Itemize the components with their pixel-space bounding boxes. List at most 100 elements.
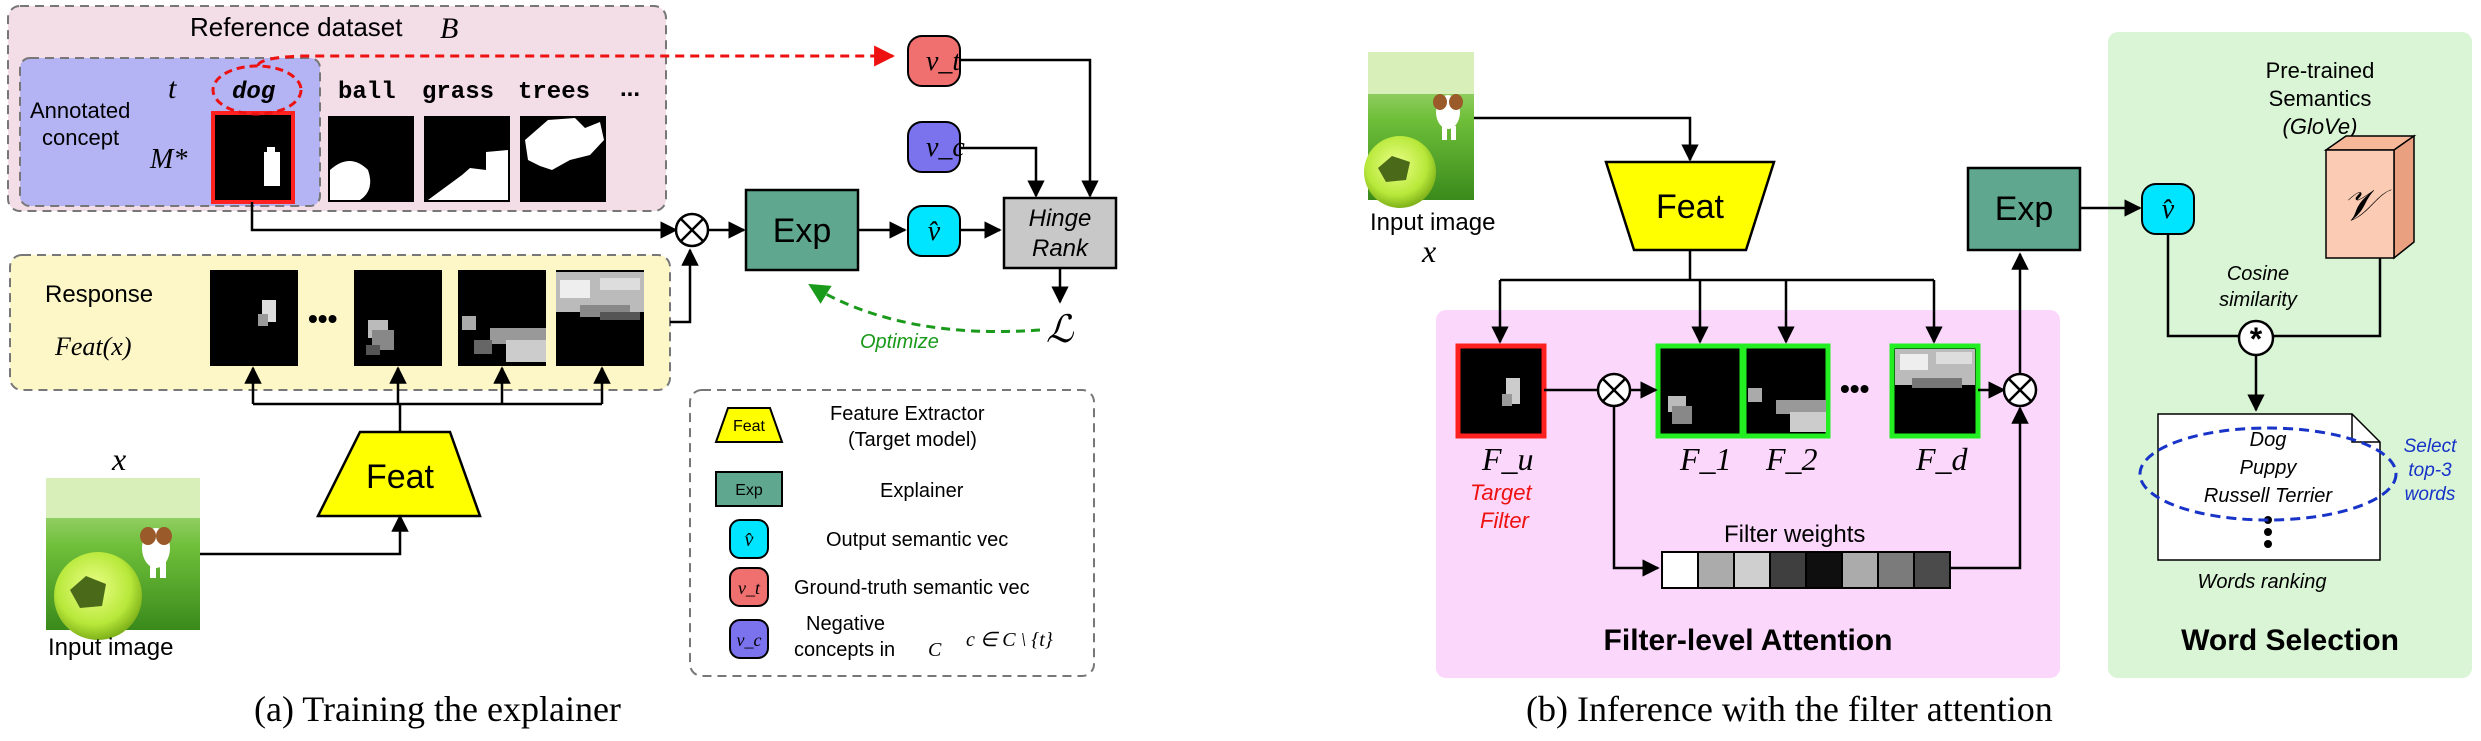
pretrained-line3: (GloVe) bbox=[2283, 114, 2358, 139]
legend-vc-set: C bbox=[928, 639, 942, 661]
legend-vc-chip bbox=[729, 619, 769, 659]
response-map-1 bbox=[210, 270, 298, 366]
exp-label-b: Exp bbox=[1995, 190, 2054, 228]
panel-b: Input image x Feat ••• F_u Targ bbox=[1364, 32, 2472, 678]
filter-weight-cell bbox=[1805, 551, 1843, 589]
filter-weight-cell bbox=[1733, 551, 1771, 589]
cosine-line2: similarity bbox=[2219, 289, 2298, 311]
select-line1: Select bbox=[2404, 436, 2458, 457]
caption-a: (a) Training the explainer bbox=[254, 689, 621, 729]
pretrained-line1: Pre-trained bbox=[2266, 58, 2375, 83]
word-1: Dog bbox=[2250, 429, 2287, 451]
input-image-label-b: Input image bbox=[1370, 209, 1495, 236]
hinge-label-line1: Hinge bbox=[1029, 205, 1092, 232]
word-2: Puppy bbox=[2240, 457, 2298, 479]
legend-vt-text: Ground-truth semantic vec bbox=[794, 577, 1030, 599]
legend-vt-chip-label: v_t bbox=[738, 578, 761, 598]
cosine-line1: Cosine bbox=[2227, 263, 2289, 285]
x-symbol-a: x bbox=[111, 441, 126, 477]
filter-weight-cell bbox=[1913, 551, 1951, 589]
filter-label-d: F_d bbox=[1915, 441, 1969, 477]
legend-vc-formula: c ∈ C \ {t} bbox=[966, 629, 1053, 651]
exp-label-a: Exp bbox=[773, 212, 832, 250]
concept-more: ... bbox=[620, 75, 640, 102]
concept-dog: dog bbox=[232, 79, 276, 106]
input-image-b bbox=[1364, 52, 1474, 208]
hinge-rank-block bbox=[1002, 196, 1118, 270]
legend-exp-text: Explainer bbox=[880, 480, 964, 502]
feat-label-a: Feat bbox=[366, 458, 435, 496]
filter-weights-bar bbox=[1661, 551, 1951, 589]
filter-weights-label: Filter weights bbox=[1724, 521, 1865, 548]
concept-ball: ball bbox=[338, 79, 396, 106]
dog-to-vt-arrow bbox=[256, 45, 896, 67]
caption-b: (b) Inference with the filter attention bbox=[1526, 689, 2053, 729]
legend-feat-chip-label: Feat bbox=[733, 418, 766, 435]
legend-vhat-text: Output semantic vec bbox=[826, 529, 1008, 551]
legend-feat-text-1: Feature Extractor bbox=[830, 403, 985, 425]
legend-vc-chip-label: v_c bbox=[737, 630, 762, 650]
reference-dataset-symbol: B bbox=[440, 12, 458, 45]
annotated-label-line2: concept bbox=[42, 125, 119, 150]
annotated-label-line1: Annotated bbox=[30, 98, 130, 123]
optimize-label: Optimize bbox=[860, 331, 939, 353]
vhat-label-b: v̂ bbox=[2162, 194, 2175, 225]
filter-target bbox=[1455, 343, 1547, 439]
loss-symbol: ℒ bbox=[1046, 309, 1075, 351]
vt-label: v_t bbox=[926, 46, 961, 77]
legend-vhat-chip bbox=[729, 519, 769, 559]
filter-weight-cell bbox=[1769, 551, 1807, 589]
vc-label: v_c bbox=[926, 132, 965, 163]
filter-weight-cell bbox=[1877, 551, 1915, 589]
legend-feat-chip bbox=[714, 407, 784, 443]
filter-label-2: F_2 bbox=[1765, 441, 1818, 477]
feat-block-a bbox=[315, 430, 482, 518]
legend-vhat-chip-label: v̂ bbox=[745, 529, 754, 551]
filter-1 bbox=[1655, 343, 1745, 439]
select-line2: top-3 bbox=[2408, 460, 2452, 481]
feat-label-b: Feat bbox=[1656, 188, 1725, 226]
word-selection-title: Word Selection bbox=[2181, 624, 2399, 657]
vocab-cube bbox=[2323, 134, 2417, 260]
legend-box bbox=[689, 389, 1095, 677]
hinge-label-line2: Rank bbox=[1032, 235, 1090, 262]
input-image-a bbox=[46, 478, 200, 640]
filter-label-u: F_u bbox=[1481, 441, 1534, 477]
input-image-label-a: Input image bbox=[48, 634, 173, 661]
optimize-arrow bbox=[808, 283, 1041, 333]
filter-ellipsis: ••• bbox=[1840, 373, 1869, 404]
target-filter-line2: Filter bbox=[1480, 508, 1531, 533]
dog-mask bbox=[211, 111, 295, 204]
filter-weight-cell bbox=[1697, 551, 1735, 589]
top3-ellipse bbox=[2138, 426, 2398, 522]
filter-label-1: F_1 bbox=[1679, 441, 1732, 477]
legend-exp-chip bbox=[715, 471, 783, 507]
reference-dataset-label: Reference dataset bbox=[190, 12, 403, 42]
filter-weight-cell bbox=[1841, 551, 1879, 589]
mask-symbol: M* bbox=[149, 144, 187, 175]
filter-weight-cell bbox=[1661, 551, 1699, 589]
words-ranking-doc bbox=[2157, 413, 2381, 561]
legend-exp-chip-label: Exp bbox=[735, 482, 763, 499]
cosine-operator-glyph: * bbox=[2250, 321, 2263, 357]
x-symbol-b: x bbox=[1421, 233, 1436, 269]
t-symbol: t bbox=[168, 72, 177, 105]
feat-x-label: Feat(x) bbox=[54, 332, 132, 361]
select-line3: words bbox=[2405, 484, 2456, 505]
legend-vt-chip bbox=[729, 567, 769, 607]
target-filter-line1: Target bbox=[1470, 480, 1532, 505]
legend-vc-text-2: concepts in bbox=[794, 639, 895, 661]
vhat-label-a: v̂ bbox=[928, 216, 941, 247]
legend-vc-text-1: Negative bbox=[806, 613, 885, 635]
legend-feat-text-2: (Target model) bbox=[848, 429, 977, 451]
feat-block-b bbox=[1604, 160, 1776, 252]
exp-block-a bbox=[744, 188, 860, 272]
words-ranking-label: Words ranking bbox=[2198, 571, 2327, 593]
response-ellipsis: ••• bbox=[308, 303, 337, 334]
filter-attention-title: Filter-level Attention bbox=[1604, 624, 1893, 657]
concept-grass: grass bbox=[422, 79, 494, 106]
concept-trees: trees bbox=[518, 79, 590, 106]
panel-a: Reference dataset B Annotated concept t … bbox=[7, 5, 1118, 677]
word-3: Russell Terrier bbox=[2204, 485, 2334, 507]
